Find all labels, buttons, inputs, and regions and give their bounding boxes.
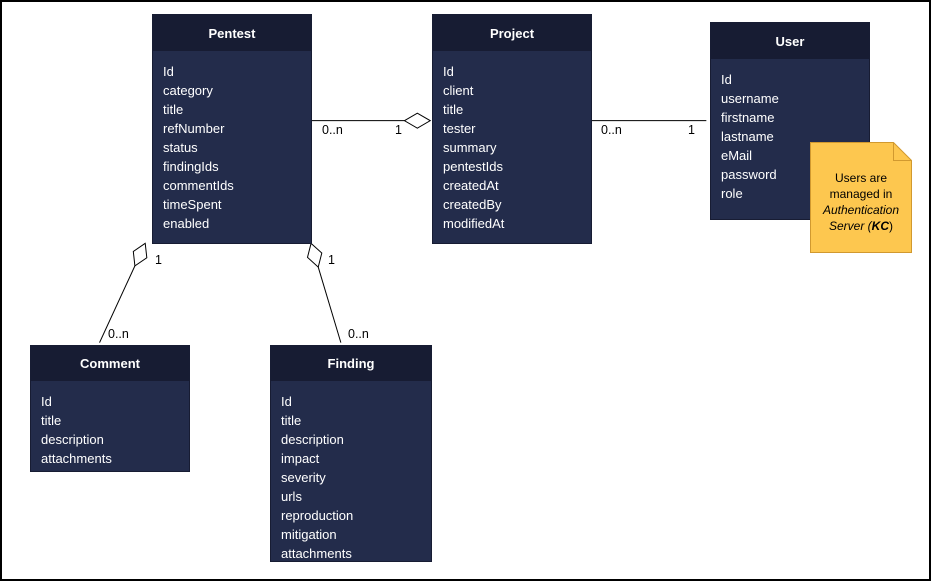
field: Id (443, 64, 454, 79)
field: Id (163, 64, 174, 79)
field: createdBy (443, 197, 502, 212)
entity-pentest[interactable]: Pentest Id category title refNumber stat… (152, 14, 312, 244)
cardinality-pentest-comment-target: 1 (155, 253, 162, 267)
entity-pentest-title: Pentest (153, 15, 311, 51)
cardinality-pentest-comment-source: 0..n (108, 327, 129, 341)
field: eMail (721, 148, 753, 163)
field: severity (281, 470, 326, 485)
entity-user-title: User (711, 23, 869, 59)
field: title (163, 102, 184, 117)
field: Id (41, 394, 52, 409)
field: summary (443, 140, 497, 155)
relationship-line-pentest-finding (317, 266, 342, 343)
sticky-note-shape (810, 142, 912, 253)
field: description (281, 432, 344, 447)
field: title (41, 413, 62, 428)
field: status (163, 140, 198, 155)
field: role (721, 186, 743, 201)
field: pentestIds (443, 159, 503, 174)
field: impact (281, 451, 320, 466)
field: reproduction (281, 508, 354, 523)
field: username (721, 91, 779, 106)
field: mitigation (281, 527, 337, 542)
sticky-note[interactable]: Users are managed in Authentication Serv… (810, 142, 912, 253)
field: findingIds (163, 159, 219, 174)
cardinality-pentest-project-target: 1 (395, 123, 402, 137)
aggregation-diamond-pentest-comment (132, 242, 148, 267)
entity-comment-fields: Id title description attachments (31, 381, 189, 468)
cardinality-project-user-target: 1 (688, 123, 695, 137)
entity-finding-title: Finding (271, 346, 431, 381)
entity-finding-fields: Id title description impact severity url… (271, 381, 431, 563)
field: commentIds (163, 178, 234, 193)
entity-user-fields: Id username firstname lastname eMail pas… (711, 59, 869, 203)
aggregation-diamond-pentest-finding (306, 242, 323, 268)
cardinality-pentest-finding-source: 0..n (348, 327, 369, 341)
entity-pentest-fields: Id category title refNumber status findi… (153, 51, 311, 233)
field: attachments (281, 546, 352, 561)
field: enabled (163, 216, 210, 231)
entity-comment-title: Comment (31, 346, 189, 381)
entity-comment[interactable]: Comment Id title description attachments (30, 345, 190, 472)
entity-project-title: Project (433, 15, 591, 51)
cardinality-pentest-project-source: 0..n (322, 123, 343, 137)
field: tester (443, 121, 476, 136)
field: lastname (721, 129, 774, 144)
field: createdAt (443, 178, 499, 193)
field: title (281, 413, 302, 428)
field: firstname (721, 110, 775, 125)
cardinality-project-user-source: 0..n (601, 123, 622, 137)
field: category (163, 83, 213, 98)
field: Id (721, 72, 732, 87)
entity-project-fields: Id client title tester summary pentestId… (433, 51, 591, 233)
field: attachments (41, 451, 112, 466)
field: title (443, 102, 464, 117)
sticky-note-text: Users are managed in Authentication Serv… (822, 171, 900, 233)
aggregation-diamond-project (403, 112, 432, 129)
field: timeSpent (163, 197, 222, 212)
field: client (443, 83, 474, 98)
entity-project[interactable]: Project Id client title tester summary p… (432, 14, 592, 244)
field: description (41, 432, 104, 447)
field: Id (281, 394, 292, 409)
field: modifiedAt (443, 216, 505, 231)
cardinality-pentest-finding-target: 1 (328, 253, 335, 267)
field: password (721, 167, 777, 182)
entity-finding[interactable]: Finding Id title description impact seve… (270, 345, 432, 562)
field: refNumber (163, 121, 225, 136)
field: urls (281, 489, 302, 504)
